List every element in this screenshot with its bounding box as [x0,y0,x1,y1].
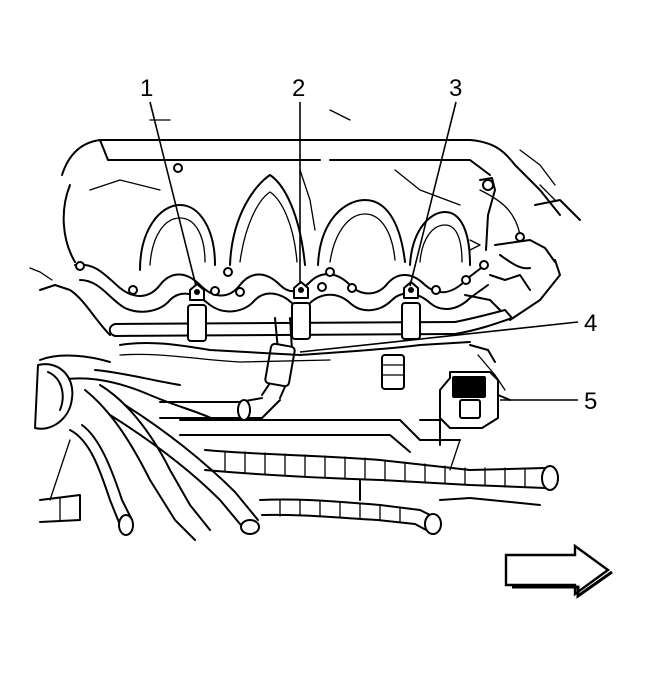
left-hoses [34,363,260,541]
wiring-connector [381,354,405,390]
callout-label-2: 2 [292,75,305,102]
callout-4: 4 [299,310,597,353]
callout-2: 2 [292,75,305,284]
callout-3: 3 [409,75,462,287]
throttle-body-area [464,149,581,321]
fuel-rail [108,309,513,337]
fuel-feed-pipe [159,317,296,421]
callout-5: 5 [500,388,597,415]
fuel-injector-3 [401,281,421,340]
intake-manifold [61,109,561,313]
callout-label-1: 1 [140,75,153,102]
callout-label-5: 5 [584,388,597,415]
fuel-pressure-sensor [419,371,511,446]
callout-label-3: 3 [449,75,462,102]
callout-label-4: 4 [584,310,597,337]
fuel-injector-2 [291,281,311,340]
right-arrow-icon [504,543,613,599]
fuel-injector-1 [187,283,207,342]
wiring-harness [29,267,506,421]
lower-engine-area [179,419,559,535]
callout-1: 1 [140,75,197,287]
